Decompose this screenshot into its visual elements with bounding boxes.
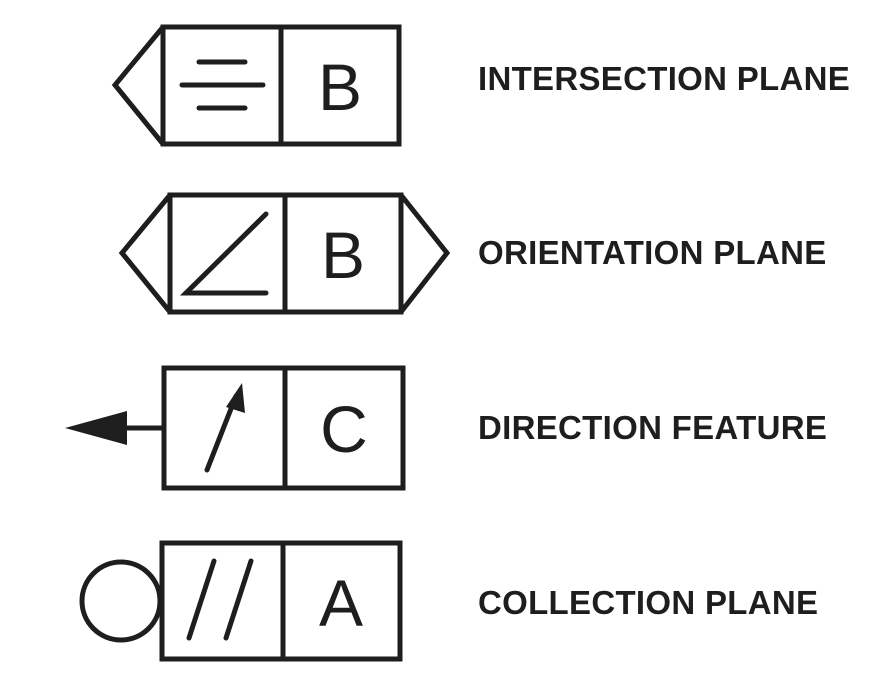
- orientation-plane-label: ORIENTATION PLANE: [478, 234, 827, 271]
- arrow-right-outline-icon: [398, 192, 451, 315]
- datum-letter: B: [318, 50, 362, 124]
- datum-letter: B: [321, 218, 365, 292]
- arrow-left-outline-icon: [111, 24, 166, 147]
- circle-icon: [79, 559, 163, 643]
- datum-letter: A: [319, 566, 363, 640]
- angularity-icon: [179, 211, 269, 296]
- parallel-lines-icon: [186, 558, 254, 641]
- direction-feature-label: DIRECTION FEATURE: [478, 409, 828, 446]
- parallelism-icon: [179, 59, 266, 111]
- orientation-plane-symbol: [118, 192, 451, 315]
- datum-letter: C: [320, 392, 368, 466]
- intersection-plane-symbol: [111, 24, 402, 147]
- runout-arrowhead: [226, 383, 245, 413]
- arrow-left-filled-icon: [65, 411, 127, 445]
- intersection-plane-label: INTERSECTION PLANE: [478, 60, 851, 97]
- collection-plane-symbol: [79, 540, 403, 662]
- arrow-left-outline-icon: [118, 192, 173, 315]
- collection-plane-label: COLLECTION PLANE: [478, 584, 819, 621]
